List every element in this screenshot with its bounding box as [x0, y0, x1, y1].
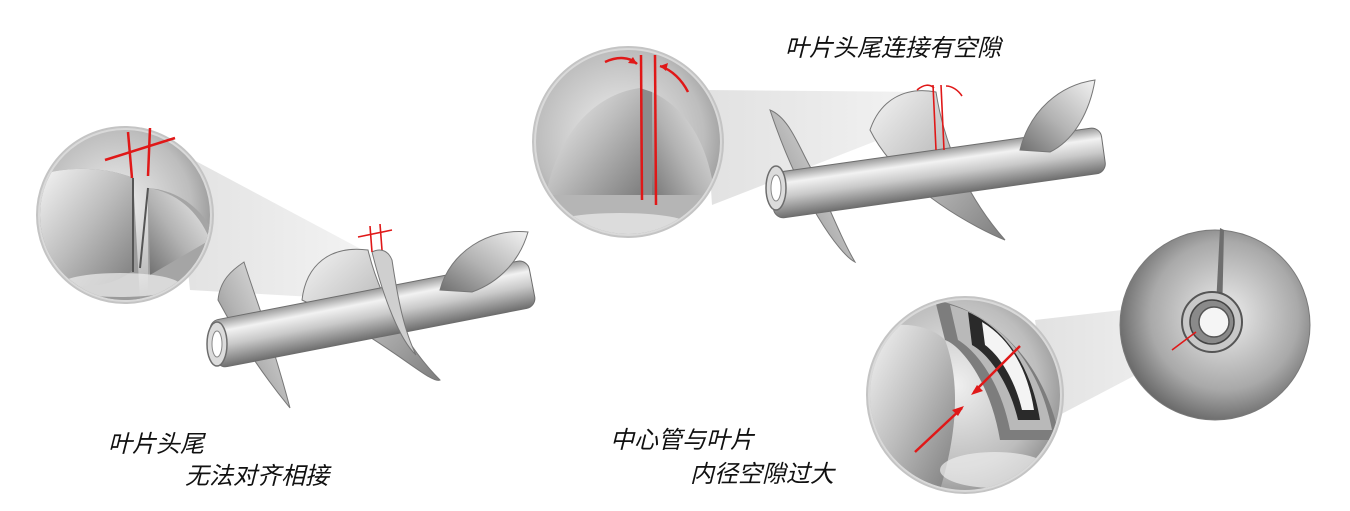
blade-top-3: [1019, 79, 1096, 153]
gap-arrows: [914, 345, 1021, 453]
center-tube-bore: [1198, 306, 1230, 338]
blade-left-4: [371, 249, 417, 356]
auger-end-view: [1119, 228, 1311, 421]
magnifier-top: [532, 46, 724, 238]
figure-misaligned-ends: 叶片头尾 无法对齐相接: [36, 126, 536, 490]
blade-left-3: [439, 231, 529, 293]
misalignment-marker-large: [104, 127, 176, 179]
caption-left-line2: 无法对齐相接: [185, 462, 332, 490]
gap-marker-small: [916, 84, 963, 151]
auger-left: [206, 223, 536, 409]
caption-bottom-line2: 内径空隙过大: [690, 460, 836, 488]
magnifier-left: [36, 126, 214, 304]
figure-end-gap: 叶片头尾连接有空隙: [532, 34, 1106, 264]
caption-bottom-line1: 中心管与叶片: [610, 426, 756, 454]
auger-top: [765, 79, 1106, 264]
gap-marker-small-bottom: [1171, 331, 1197, 351]
caption-top-line1: 叶片头尾连接有空隙: [785, 34, 1004, 62]
caption-left-line1: 叶片头尾: [108, 430, 206, 458]
figure-inner-gap: 中心管与叶片 内径空隙过大: [610, 228, 1311, 494]
magnifier-bottom: [866, 296, 1064, 494]
gap-marker-large: [604, 54, 690, 206]
misalignment-marker-small: [357, 223, 393, 253]
